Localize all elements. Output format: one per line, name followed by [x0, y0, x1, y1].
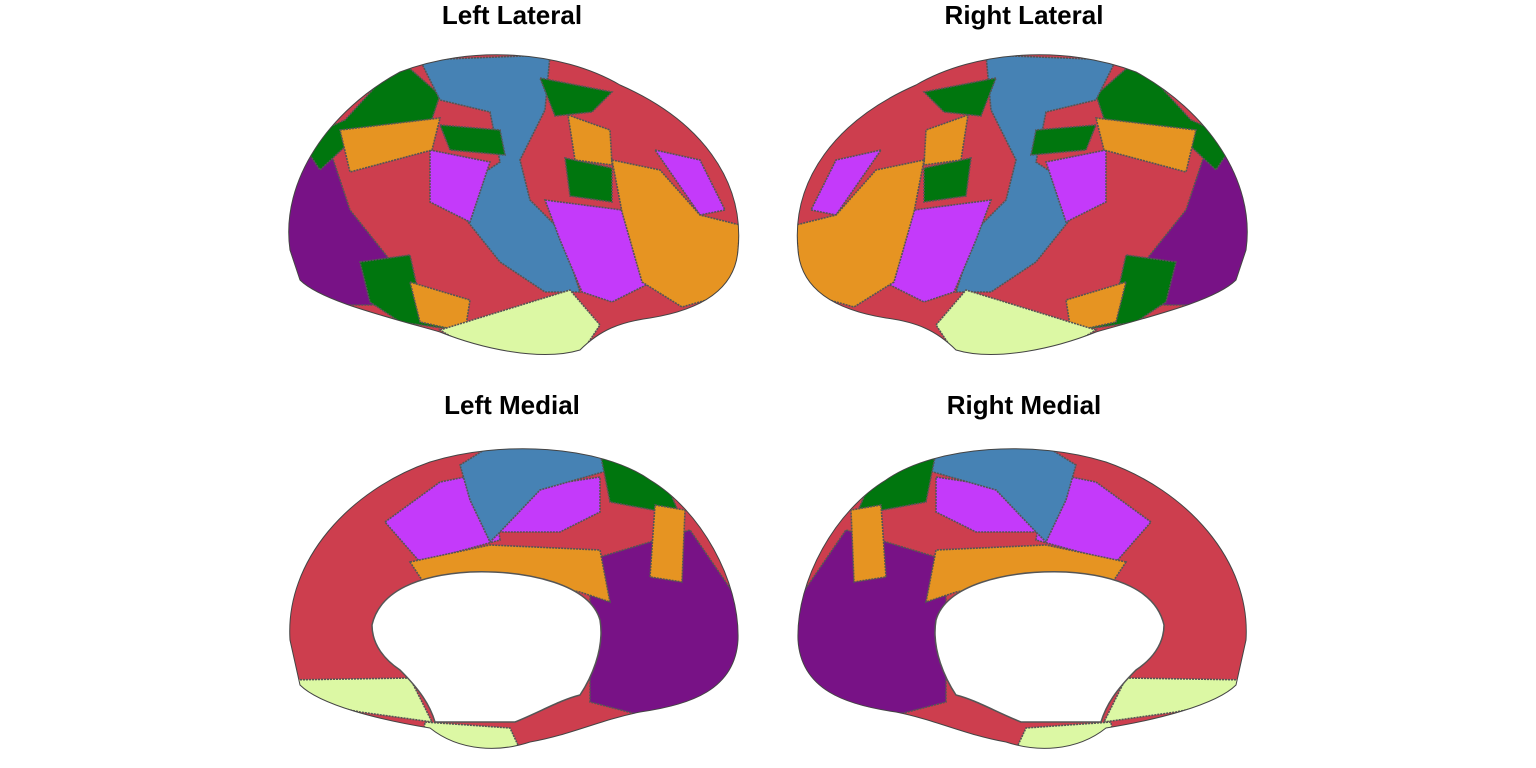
right-lateral-brain	[786, 40, 1256, 370]
panel-title-left-lateral: Left Lateral	[441, 0, 583, 30]
panel-title-right-medial: Right Medial	[946, 390, 1102, 420]
right-medial-brain	[786, 430, 1256, 760]
panel-title-right-lateral: Right Lateral	[944, 0, 1104, 30]
left-medial-brain	[280, 430, 750, 760]
left-lateral-brain	[280, 40, 750, 370]
panel-title-left-medial: Left Medial	[444, 390, 580, 420]
